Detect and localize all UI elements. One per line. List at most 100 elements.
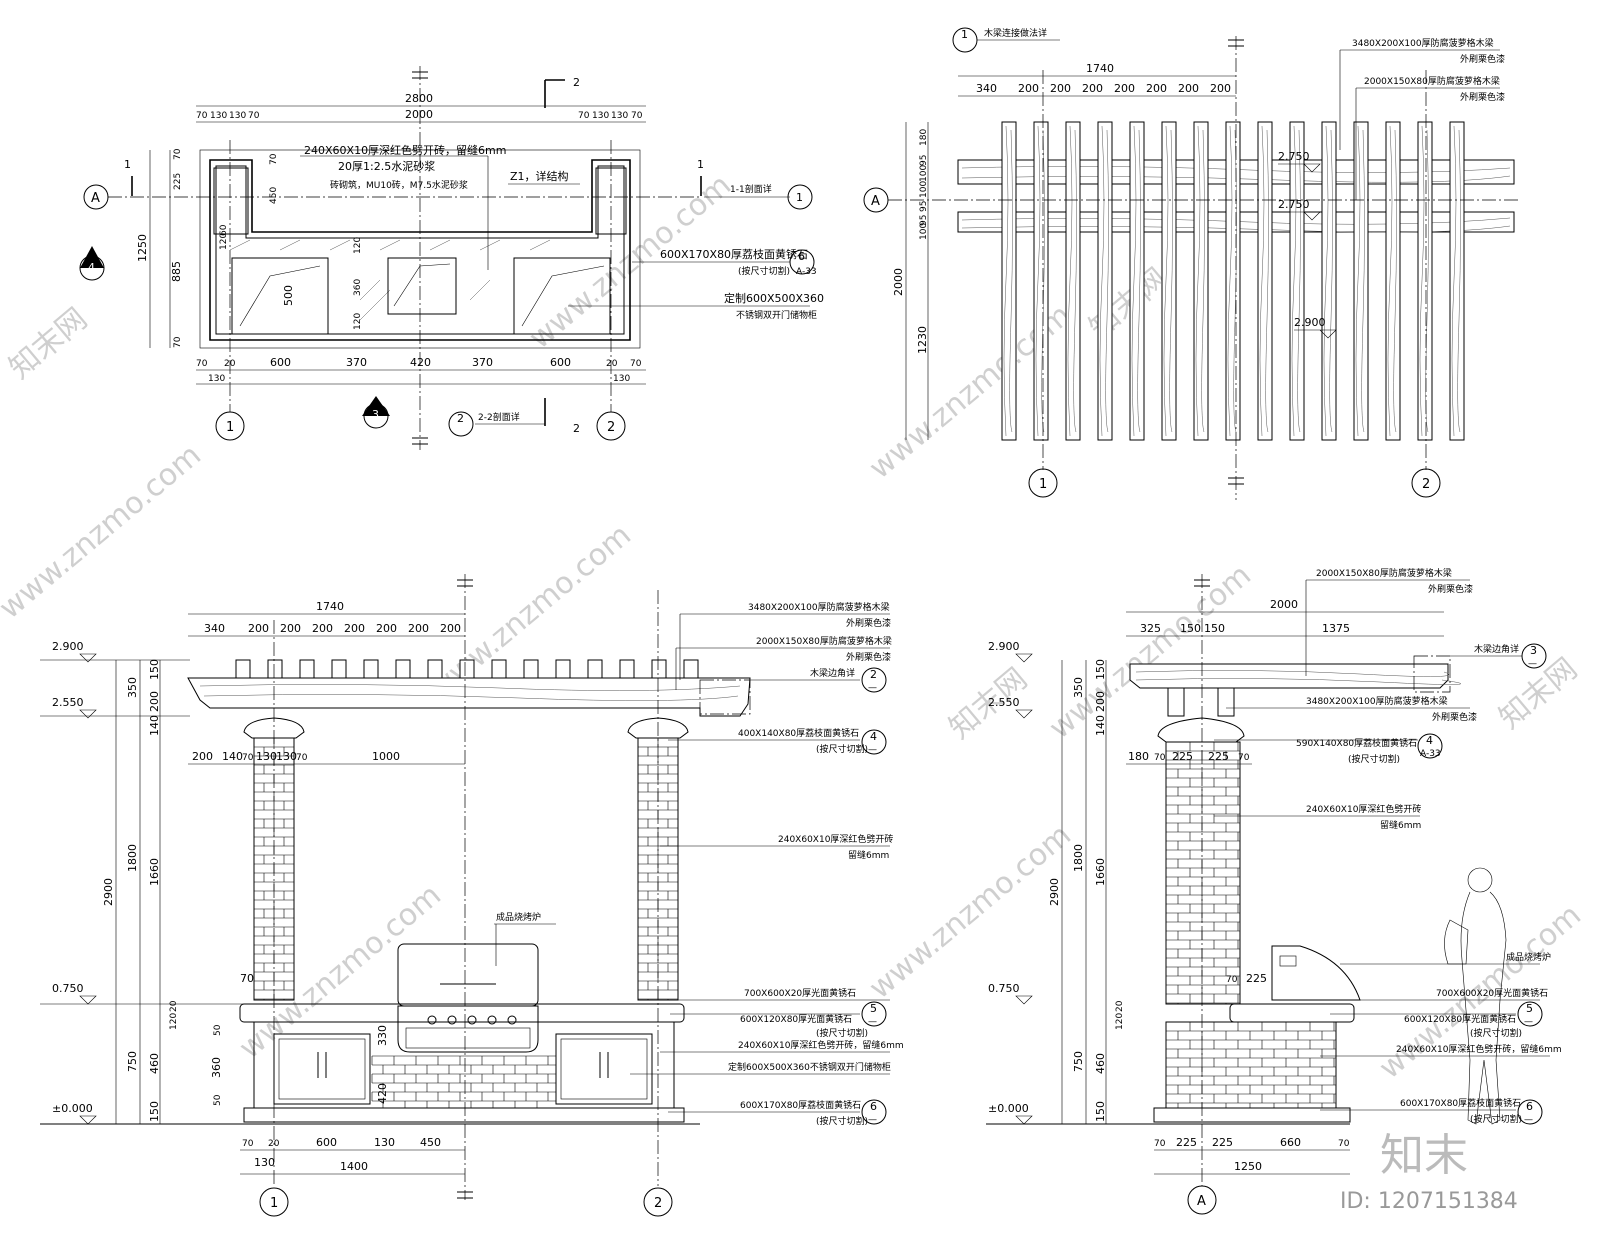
bbq-drawer	[405, 1027, 531, 1049]
plan-note: 20厚1:2.5水泥砂浆	[338, 159, 435, 173]
dim-text: 120	[219, 233, 229, 250]
dim-text: 100	[919, 165, 929, 182]
plan-view: A 1 2 2800 2000 70 130 130 70 70 130 130…	[79, 66, 824, 450]
dim-text: 200	[1146, 82, 1167, 95]
front-elevation: 1 2 1740 340 200 200 200 200 200 200 200…	[40, 574, 904, 1217]
dim-text: 95	[919, 155, 929, 166]
ref-bubble	[1521, 643, 1547, 669]
dim-text: 460	[1094, 1053, 1107, 1074]
dim-text: 150	[1094, 659, 1107, 680]
dim-text: 20	[169, 1000, 179, 1012]
ref-bubble	[787, 184, 813, 210]
dim-text: 70	[242, 753, 254, 763]
dim-text: 200	[280, 622, 301, 635]
ref-bubble	[1417, 733, 1443, 759]
dim-text: 70	[630, 359, 642, 369]
plan-cabinet-swing	[239, 265, 321, 327]
dim-text: 70	[631, 111, 643, 121]
ref-sheet: —	[1524, 1115, 1533, 1125]
plan-axis-a-label: A	[91, 191, 100, 206]
cut-mark	[544, 79, 565, 108]
plan-bbq	[387, 257, 457, 315]
plan-note-cabinet: 定制600X500X360	[724, 291, 824, 305]
side-note-sub: 外刷栗色漆	[1432, 711, 1477, 723]
dim-text: 360	[353, 279, 363, 296]
ref-sheet: —	[868, 745, 877, 755]
side-rafter-end	[1217, 687, 1235, 717]
ref-number: 2	[457, 412, 464, 425]
front-note-sub: (按尺寸切割)	[816, 1027, 868, 1039]
level-marker: 2.900	[988, 640, 1033, 663]
dim-text: 70	[248, 111, 260, 121]
ref-sheet: —	[868, 683, 877, 693]
dim-text: 200	[1082, 82, 1103, 95]
front-note-sub: (按尺寸切割)	[816, 743, 868, 755]
dim-text: 600	[550, 356, 571, 369]
side-note: 成品烧烤炉	[1506, 951, 1551, 963]
dim-text: 20	[1115, 1000, 1125, 1012]
dim-text: 120	[169, 1013, 179, 1030]
dim-text: 660	[1280, 1136, 1301, 1149]
top-beam-note-sub: 外刷栗色漆	[1460, 91, 1505, 103]
plan-axis-2-bubble	[596, 411, 626, 441]
dim-text: 225	[173, 173, 183, 190]
bbq-side	[1271, 945, 1361, 1001]
cut-label: 2	[573, 422, 580, 435]
plan-cabinet	[231, 257, 329, 335]
dim-text: 70	[196, 111, 208, 121]
detail-box	[699, 679, 751, 715]
slat	[1033, 121, 1049, 441]
front-note-sub: 留缝6mm	[848, 849, 889, 861]
level-text: 2.900	[1294, 316, 1326, 329]
dim-text: 225	[1172, 750, 1193, 763]
dim-text: 750	[1072, 1051, 1085, 1072]
ref-bubble	[789, 249, 815, 275]
side-note: 590X140X80厚荔枝面黄锈石	[1296, 737, 1417, 749]
slat-group	[1001, 121, 1465, 441]
side-note-sub: (按尺寸切割)	[1470, 1113, 1522, 1125]
dim-text: 70	[1338, 1139, 1350, 1149]
rafter-end	[523, 659, 539, 679]
bbq-body	[397, 1005, 539, 1053]
plan-axis-2-label: 2	[607, 420, 615, 435]
watermark-text: www.znzmo.com	[1043, 558, 1258, 747]
dim-text: 60	[219, 224, 229, 236]
dim-text: 225	[1176, 1136, 1197, 1149]
wood-grain	[1259, 125, 1269, 437]
front-note: 240X60X10厚深红色劈开砖	[778, 833, 893, 845]
cut-label: 2	[573, 76, 580, 89]
cut-label: 1	[697, 158, 704, 171]
dim-text: 130	[208, 374, 225, 384]
dim-text: 150	[1180, 622, 1201, 635]
rafter-end	[363, 659, 379, 679]
front-cabinet-door	[278, 1038, 366, 1100]
bbq-knob	[427, 1015, 437, 1025]
rafter-end	[491, 659, 507, 679]
slat	[1129, 121, 1145, 441]
dim-text: 360	[210, 1057, 223, 1078]
slat	[1065, 121, 1081, 441]
break-mark	[457, 579, 473, 1199]
ref-bubble	[1517, 1001, 1543, 1027]
plan-section-2: 2-2剖面详	[478, 411, 520, 423]
front-cabinet	[555, 1033, 653, 1105]
dim-text: 200	[344, 622, 365, 635]
dim-text: 140	[222, 750, 243, 763]
dim-text: 200	[440, 622, 461, 635]
dim-text: 325	[1140, 622, 1161, 635]
level-text: 2.550	[52, 696, 84, 709]
dim-text: 1400	[340, 1160, 368, 1173]
side-note-sub: (按尺寸切割)	[1470, 1027, 1522, 1039]
front-note: 3480X200X100厚防腐菠萝格木梁	[748, 601, 890, 613]
brick-pattern	[1165, 741, 1336, 1108]
dim-text: 50	[213, 1094, 223, 1106]
top-axis-2-label: 2	[1422, 477, 1430, 492]
slat	[1001, 121, 1017, 441]
wood-grain	[1163, 125, 1173, 437]
dim-text: 70	[296, 753, 308, 763]
dim-text: 130	[210, 111, 227, 121]
dim-text: 1740	[316, 600, 344, 613]
side-rafter-end	[1167, 687, 1185, 717]
front-axis-1-label: 1	[270, 1196, 278, 1211]
dim-text: 130	[256, 750, 277, 763]
